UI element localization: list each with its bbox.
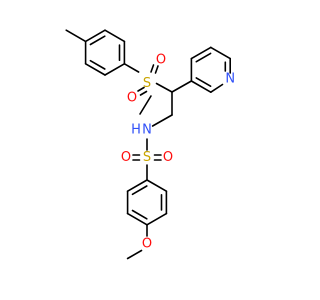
double-bond [137, 86, 145, 92]
sulfonyl-bottom-o-label: O [127, 91, 137, 106]
double-bond [150, 64, 155, 73]
sulfonamide-o-right-label: O [163, 150, 173, 165]
bond [171, 80, 193, 93]
molecule-canvas: S O O N H S O O O N [0, 0, 300, 300]
double-bond [154, 65, 159, 74]
pyridine-n-label: N [225, 72, 235, 87]
methoxyphenyl-ring [126, 179, 168, 226]
methyl-bond [126, 249, 143, 260]
tolyl-ring [84, 29, 126, 76]
aromatic-bond [89, 35, 106, 46]
bond [146, 179, 168, 192]
sulfonamide-s-label: S [143, 150, 151, 165]
aromatic-bond [195, 77, 212, 87]
methyl-bond [65, 29, 87, 43]
bond [126, 179, 148, 192]
molecule-structure: S O O N H S O O O N [0, 0, 300, 300]
aromatic-bond [89, 59, 106, 70]
amine-n-label: N [142, 123, 152, 138]
aromatic-bond [195, 52, 212, 63]
bond [84, 62, 106, 76]
methoxy-o-label: O [142, 237, 152, 252]
bond [210, 83, 224, 93]
aromatic-bond [131, 209, 148, 220]
sulfonamide-o-left-label: O [121, 150, 131, 165]
amine-h-label: H [131, 123, 141, 138]
bond [210, 46, 231, 60]
bond [104, 29, 126, 43]
bond [155, 82, 173, 93]
bond [190, 46, 212, 60]
bond [104, 62, 126, 76]
pyridine-ring [190, 46, 231, 93]
bond [146, 212, 168, 226]
aromatic-bond [131, 185, 148, 196]
sulfonyl-top-s-label: S [143, 76, 151, 91]
bond [123, 62, 140, 73]
sulfonyl-top-o-label: O [156, 53, 166, 68]
bond [139, 95, 152, 115]
bond [151, 114, 173, 127]
background [0, 0, 300, 300]
double-bond [139, 90, 148, 96]
bond [126, 212, 148, 226]
bond [190, 80, 212, 93]
bond [84, 29, 106, 43]
